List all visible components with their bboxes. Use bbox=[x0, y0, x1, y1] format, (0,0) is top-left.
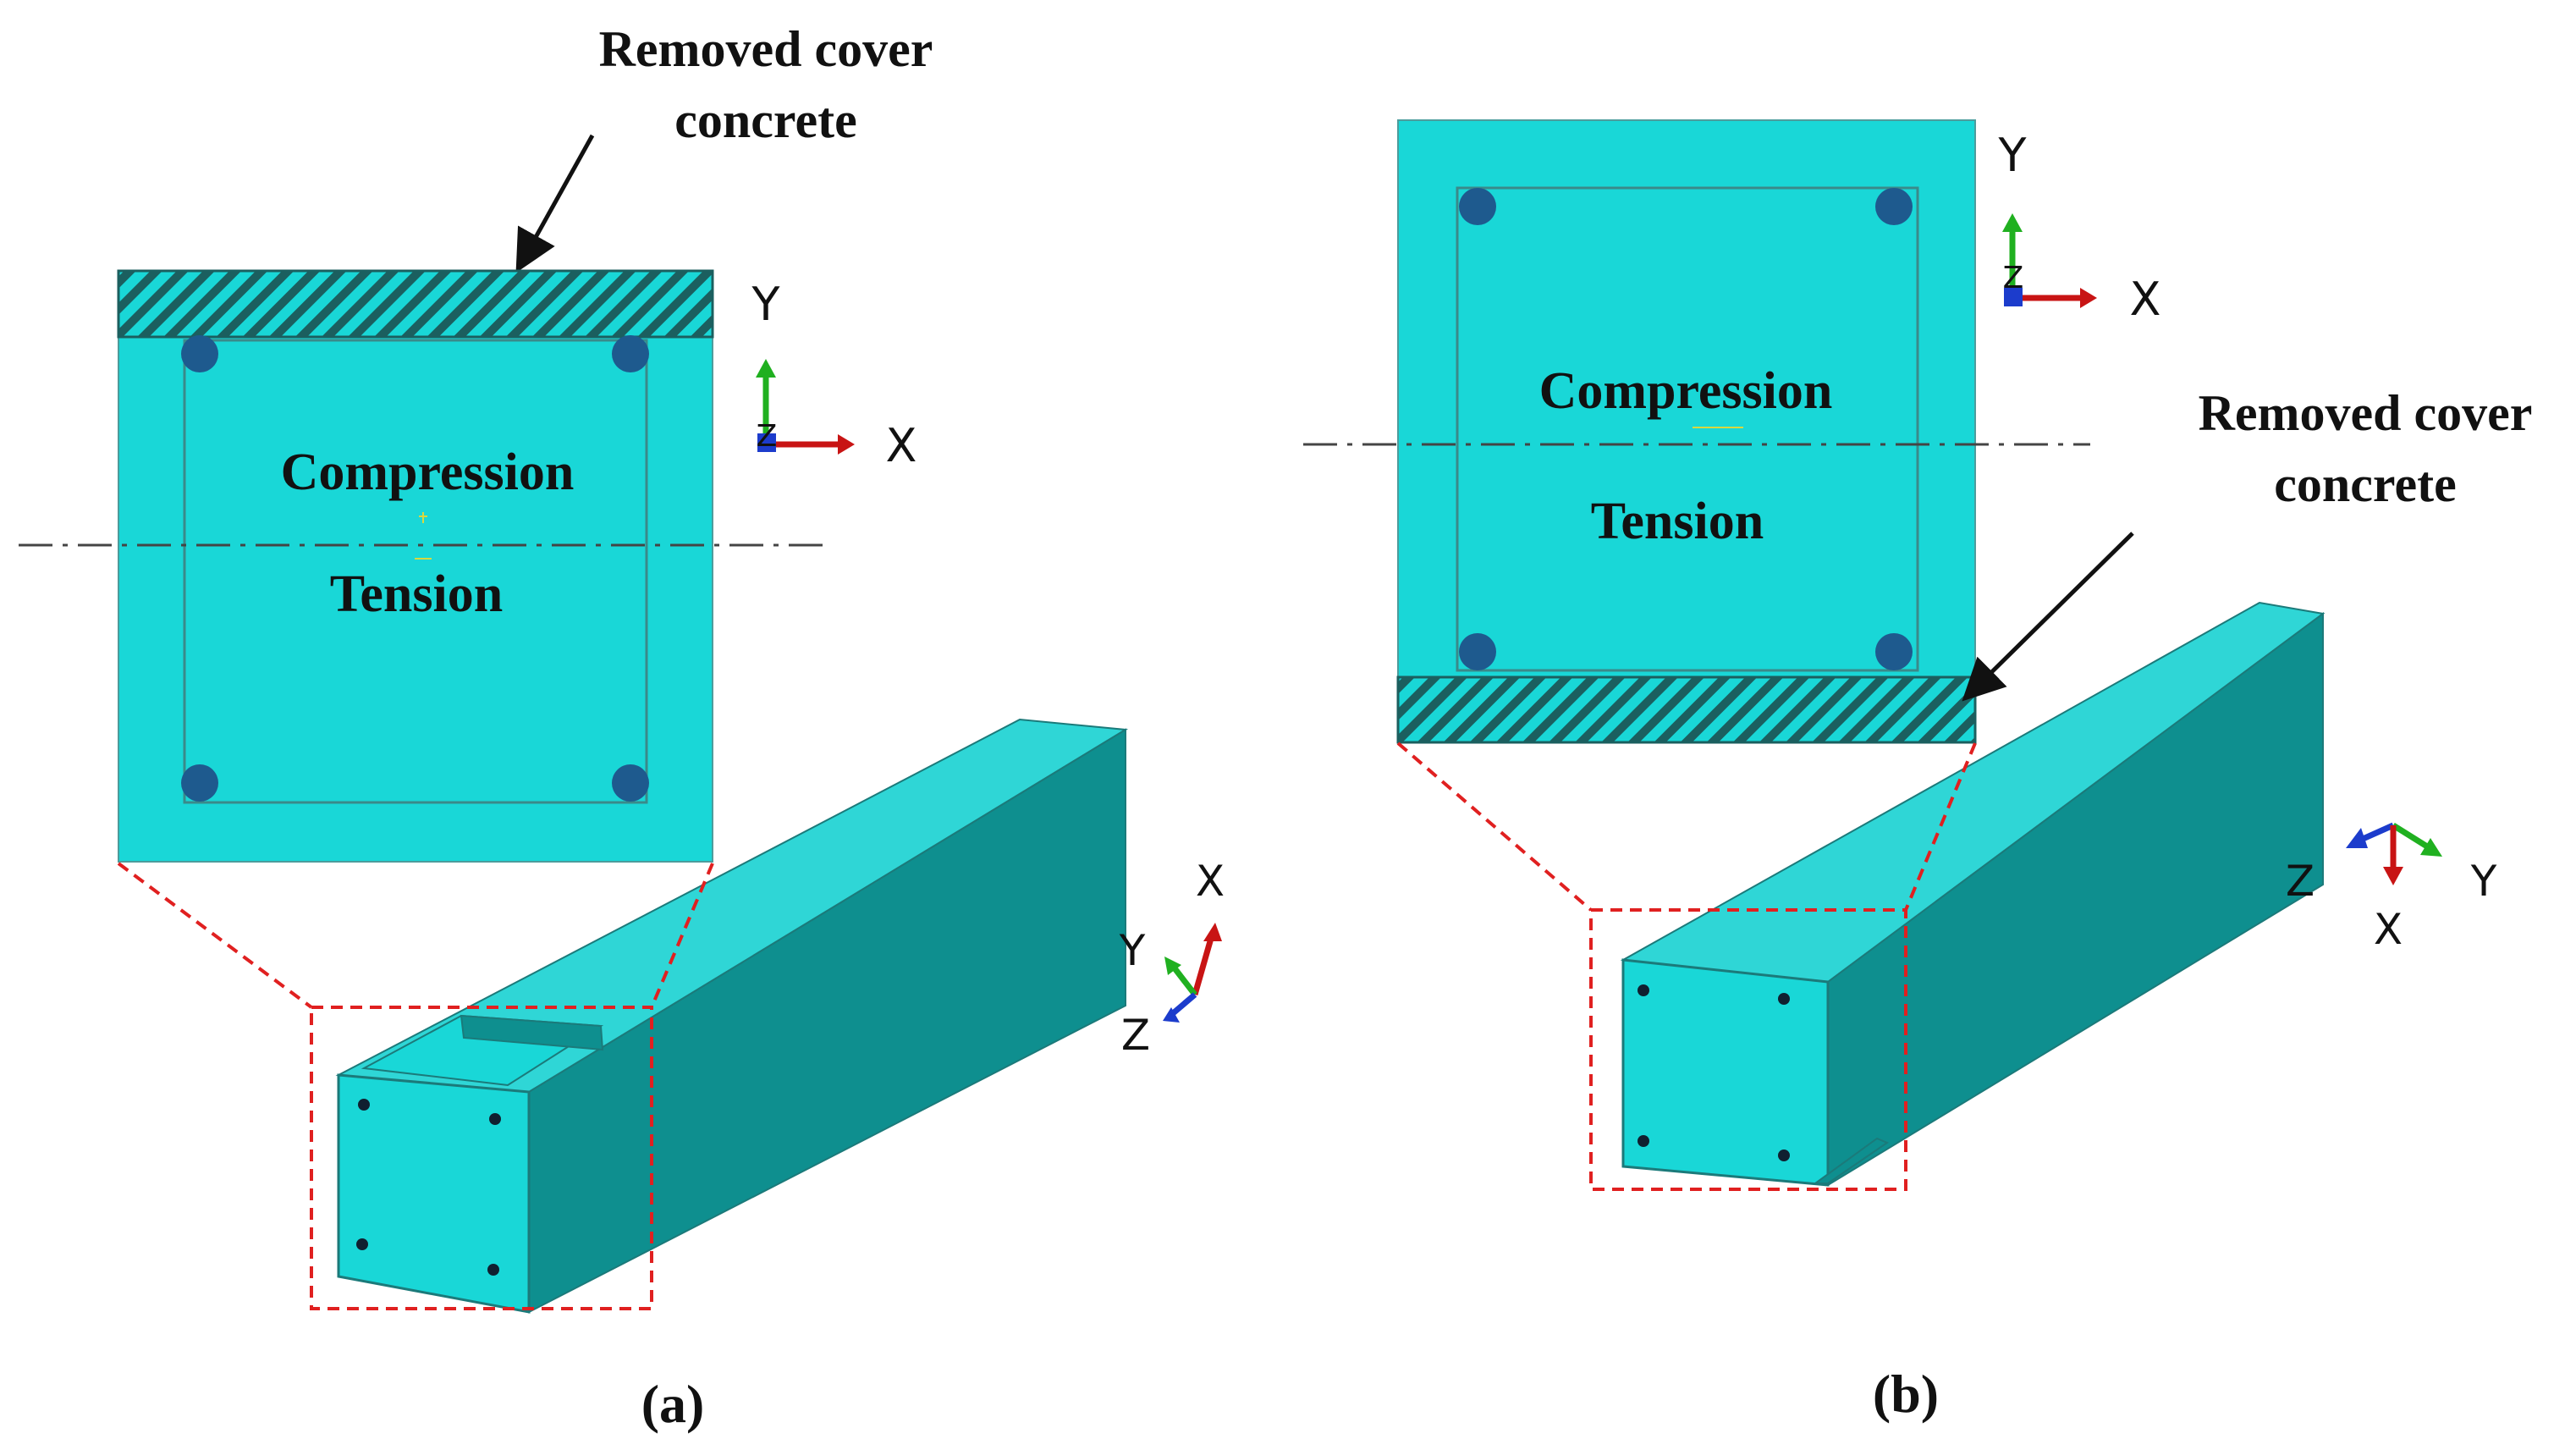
section-axis-triad-b: X Y Z bbox=[1998, 129, 2161, 326]
tension-label-a: Tension bbox=[330, 565, 504, 623]
removed-cover-hatch-b bbox=[1396, 675, 1977, 744]
axis-z-label-b: Z bbox=[2003, 261, 2024, 295]
removed-cover-label-b-line1: Removed cover bbox=[2199, 385, 2533, 441]
axis-z-label-a: Z bbox=[757, 419, 778, 454]
removed-cover-label-a-line2: concrete bbox=[674, 92, 856, 148]
compression-label-a: Compression bbox=[281, 444, 575, 501]
beam-rebar-a-3 bbox=[356, 1238, 368, 1250]
beam-rebar-b-4 bbox=[1778, 1150, 1790, 1161]
rebar-b-top-left bbox=[1459, 188, 1496, 225]
beam-rebar-b-3 bbox=[1638, 1135, 1649, 1147]
annotation-arrow-b bbox=[1962, 532, 2134, 702]
stirrup-a bbox=[183, 339, 648, 804]
removed-cover-notch-b bbox=[1812, 1137, 1890, 1184]
removed-cover-label-b-line2: concrete bbox=[2274, 456, 2456, 512]
panel-a: Removed cover concrete Compression Tensi… bbox=[19, 21, 1225, 1434]
section-concrete-a bbox=[118, 270, 713, 863]
projection-line-b-right bbox=[1904, 742, 1977, 911]
beam-end-face-b bbox=[1621, 958, 1830, 1187]
section-concrete-b bbox=[1397, 119, 1976, 743]
section-axis-triad-a: X Y Z bbox=[751, 278, 917, 472]
rebar-b-bottom-left bbox=[1459, 633, 1496, 670]
axis-y-label-b: Y bbox=[1998, 129, 2028, 182]
beam-3d-b bbox=[1620, 601, 2326, 1187]
compression-label-b: Compression bbox=[1539, 362, 1833, 420]
tension-label-b: Tension bbox=[1591, 493, 1764, 550]
rebar-b-bottom-right bbox=[1875, 633, 1913, 670]
rebar-a-bottom-left bbox=[181, 764, 218, 802]
beam-axis-z-label-a: Z bbox=[1121, 1011, 1150, 1060]
projection-line-b-left bbox=[1396, 742, 1593, 912]
detail-box-b bbox=[1589, 908, 1907, 1191]
axis-x-label-a: X bbox=[886, 419, 917, 472]
caption-a: (a) bbox=[641, 1374, 705, 1434]
projection-line-a-right bbox=[650, 863, 714, 1008]
panel-b: Compression Tension Removed cover concre… bbox=[1303, 119, 2533, 1424]
detail-box-a bbox=[310, 1006, 653, 1310]
beam-axis-x-label-a: X bbox=[1196, 857, 1225, 906]
removed-cover-label-a-line1: Removed cover bbox=[599, 21, 933, 77]
beam-rebar-a-4 bbox=[487, 1264, 499, 1276]
beam-rebar-b-2 bbox=[1778, 993, 1790, 1005]
beam-rebar-b-1 bbox=[1638, 984, 1649, 996]
beam-3d-a bbox=[335, 718, 1129, 1314]
beam-rebar-a-1 bbox=[358, 1099, 370, 1111]
beam-axis-y-label-a: Y bbox=[1119, 926, 1146, 975]
rebar-b-top-right bbox=[1875, 188, 1913, 225]
beam-axis-triad-a: X Y Z bbox=[1119, 857, 1225, 1060]
beam-end-face-a bbox=[337, 1073, 531, 1314]
axis-x-label-b: X bbox=[2130, 273, 2161, 326]
beam-axis-y-label-b: Y bbox=[2470, 857, 2497, 906]
rebar-a-bottom-right bbox=[612, 764, 649, 802]
caption-b: (b) bbox=[1873, 1364, 1939, 1424]
projection-line-a-left bbox=[117, 862, 313, 1009]
removed-cover-hatch-a bbox=[117, 269, 714, 339]
beam-rebar-a-2 bbox=[489, 1113, 501, 1125]
axis-y-label-a: Y bbox=[751, 278, 781, 331]
beam-axis-triad-b: X Y Z bbox=[2286, 822, 2497, 954]
rebar-a-top-left bbox=[181, 335, 218, 372]
rebar-a-top-right bbox=[612, 335, 649, 372]
beam-axis-x-label-b: X bbox=[2374, 905, 2403, 954]
beam-axis-z-label-b: Z bbox=[2286, 857, 2315, 906]
centroid-mark-a bbox=[415, 512, 432, 560]
stirrup-b bbox=[1456, 186, 1919, 672]
annotation-arrow-a bbox=[515, 134, 595, 273]
